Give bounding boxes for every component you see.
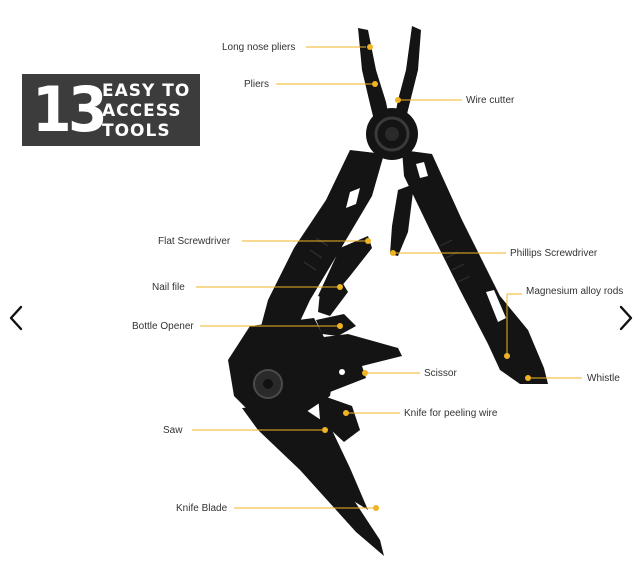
callout-phillips-screwdriver: Phillips Screwdriver [510, 248, 598, 259]
chevron-right-icon [619, 305, 633, 331]
carousel-next-button[interactable] [612, 300, 640, 336]
callout-pliers: Pliers [244, 79, 270, 90]
callout-scissor: Scissor [424, 368, 457, 379]
tools-count-badge: 13 EASY TO ACCESS TOOLS [22, 74, 200, 146]
callout-knife-blade: Knife Blade [176, 503, 228, 514]
badge-number: 13 [32, 73, 108, 146]
callout-saw: Saw [163, 425, 183, 436]
callout-nail-file: Nail file [152, 282, 185, 293]
callout-bottle-opener: Bottle Opener [132, 321, 194, 332]
callout-long-nose-pliers: Long nose pliers [222, 42, 296, 53]
callout-wire-cutter: Wire cutter [466, 95, 515, 106]
badge-line-3: TOOLS [102, 121, 171, 141]
callout-whistle: Whistle [587, 373, 620, 384]
badge-line-2: ACCESS [102, 101, 182, 121]
carousel-prev-button[interactable] [2, 300, 30, 336]
callout-knife-for-peeling-wire: Knife for peeling wire [404, 408, 498, 419]
chevron-left-icon [9, 305, 23, 331]
badge-line-1: EASY TO [102, 81, 191, 101]
callout-magnesium-alloy-rods: Magnesium alloy rods [526, 286, 624, 297]
callout-flat-screwdriver: Flat Screwdriver [158, 236, 231, 247]
